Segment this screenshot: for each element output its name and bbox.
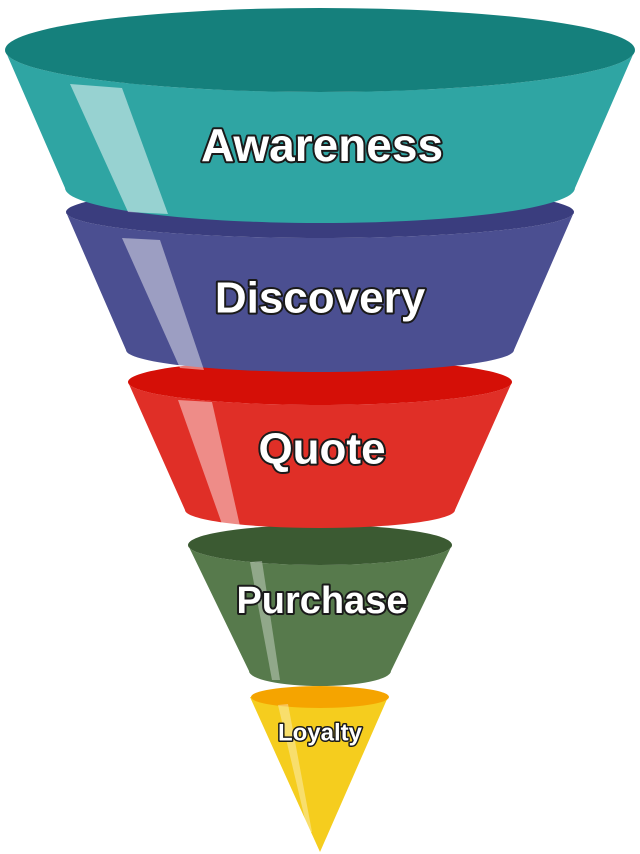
quote-highlight: [178, 400, 240, 526]
discovery-cone-body: [66, 212, 574, 372]
discovery-label: Discovery: [215, 274, 426, 323]
funnel-stage-awareness: Awareness: [5, 8, 635, 223]
loyalty-cone-body: [250, 697, 388, 852]
loyalty-cone-rim: [251, 686, 389, 708]
funnel-stage-loyalty: Loyalty: [250, 686, 389, 852]
loyalty-label: Loyalty: [278, 719, 363, 746]
purchase-highlight: [250, 561, 280, 680]
awareness-highlight: [70, 84, 168, 214]
quote-cone-rim: [128, 359, 512, 405]
purchase-label: Purchase: [236, 580, 407, 622]
awareness-label: Awareness: [201, 119, 443, 171]
quote-cone-body: [128, 382, 512, 528]
discovery-highlight: [122, 238, 204, 370]
purchase-cone-body: [188, 545, 452, 686]
loyalty-highlight: [278, 704, 312, 832]
awareness-cone-body: [5, 50, 635, 223]
funnel-stage-quote: Quote: [128, 359, 512, 528]
quote-label: Quote: [258, 425, 385, 474]
purchase-cone-rim: [188, 525, 452, 565]
awareness-cone-rim: [5, 8, 635, 92]
funnel-stage-purchase: Purchase: [188, 525, 452, 686]
